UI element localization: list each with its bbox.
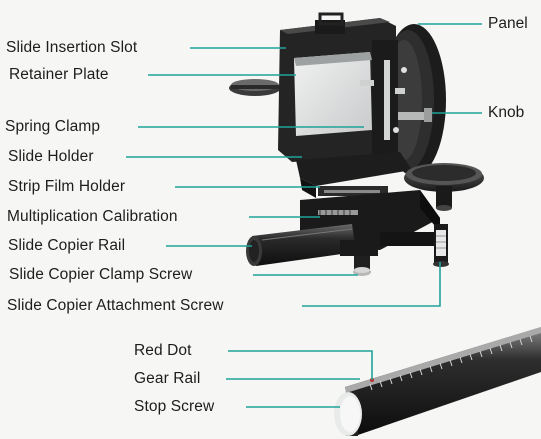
leader-red-dot [228,350,373,380]
label-red-dot: Red Dot [134,342,192,359]
label-slide-holder: Slide Holder [8,148,94,165]
strip-film-holder-icon [296,152,412,198]
right-dish-icon [404,163,484,211]
label-slide-copier-rail: Slide Copier Rail [8,237,126,254]
label-knob: Knob [488,104,525,121]
left-dish-icon [229,79,281,96]
label-slide-copier-attachment-screw: Slide Copier Attachment Screw [7,297,224,314]
label-stop-screw: Stop Screw [134,398,215,415]
label-slide-insertion-slot: Slide Insertion Slot [6,39,138,56]
label-panel: Panel [488,15,528,32]
slide-holder-box-icon [278,12,432,162]
label-strip-film-holder: Strip Film Holder [8,178,126,195]
clamp-screw-icon [353,256,371,276]
label-multiplication-calibration: Multiplication Calibration [7,208,178,225]
leader-slide-copier-attachment-screw [302,262,441,307]
gear-rail-icon [334,327,541,436]
attachment-screw-icon [433,224,449,267]
label-slide-copier-clamp-screw: Slide Copier Clamp Screw [9,266,193,283]
copier-rail-cylinder-icon [246,224,378,266]
label-retainer-plate: Retainer Plate [9,66,109,83]
label-gear-rail: Gear Rail [134,370,201,387]
label-spring-clamp: Spring Clamp [5,118,101,135]
